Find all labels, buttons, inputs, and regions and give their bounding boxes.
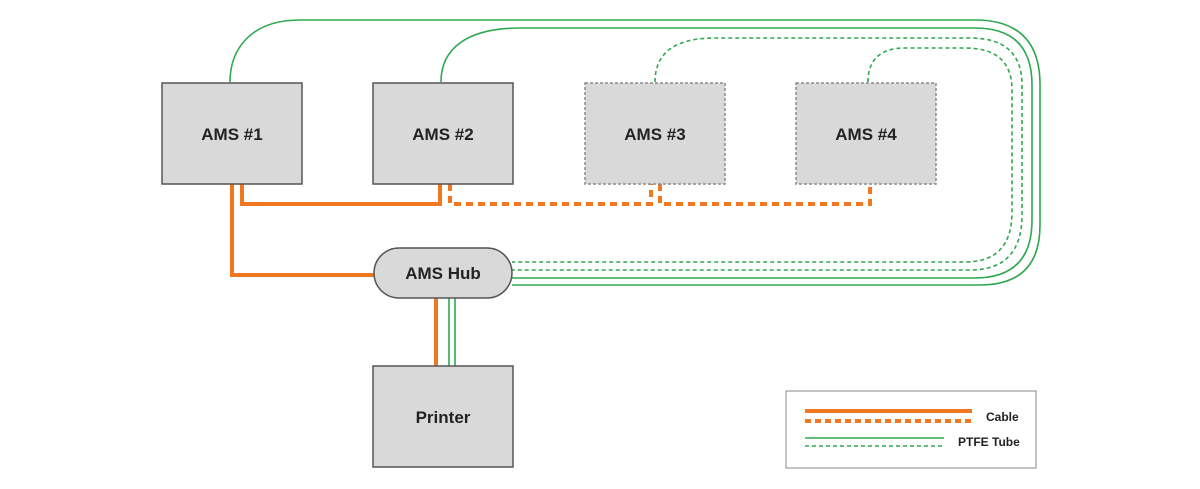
ptfe-tubes	[229, 19, 1041, 366]
ptfe-tube-ams3	[512, 37, 1023, 271]
ams1-label: AMS #1	[201, 125, 262, 144]
ams1-box: AMS #1	[161, 82, 303, 185]
cable-ams1-hub	[230, 184, 374, 277]
ptfe-tube-ams1	[229, 19, 1041, 286]
printer-label: Printer	[416, 408, 471, 427]
cable-ams3-ams4	[658, 184, 872, 206]
ptfe-tube-ams4	[512, 47, 1013, 263]
ptfe-tube-ams2	[440, 27, 1033, 279]
cable-ams1-ams2	[240, 184, 442, 206]
ams4-box: AMS #4	[795, 82, 937, 185]
cable-ams2-ams3	[448, 184, 653, 206]
hub-label: AMS Hub	[405, 264, 481, 283]
cables	[230, 184, 872, 366]
ams2-label: AMS #2	[412, 125, 473, 144]
ams2-box: AMS #2	[372, 82, 514, 185]
ams3-box: AMS #3	[584, 82, 726, 185]
ams4-label: AMS #4	[835, 125, 897, 144]
ams-hub: AMS Hub	[373, 247, 513, 299]
ams3-label: AMS #3	[624, 125, 685, 144]
legend-cable-label: Cable	[986, 410, 1019, 424]
printer-box: Printer	[372, 365, 514, 468]
legend-ptfe-label: PTFE Tube	[958, 435, 1020, 449]
legend: Cable PTFE Tube	[785, 390, 1037, 469]
optional-cables	[448, 184, 872, 206]
